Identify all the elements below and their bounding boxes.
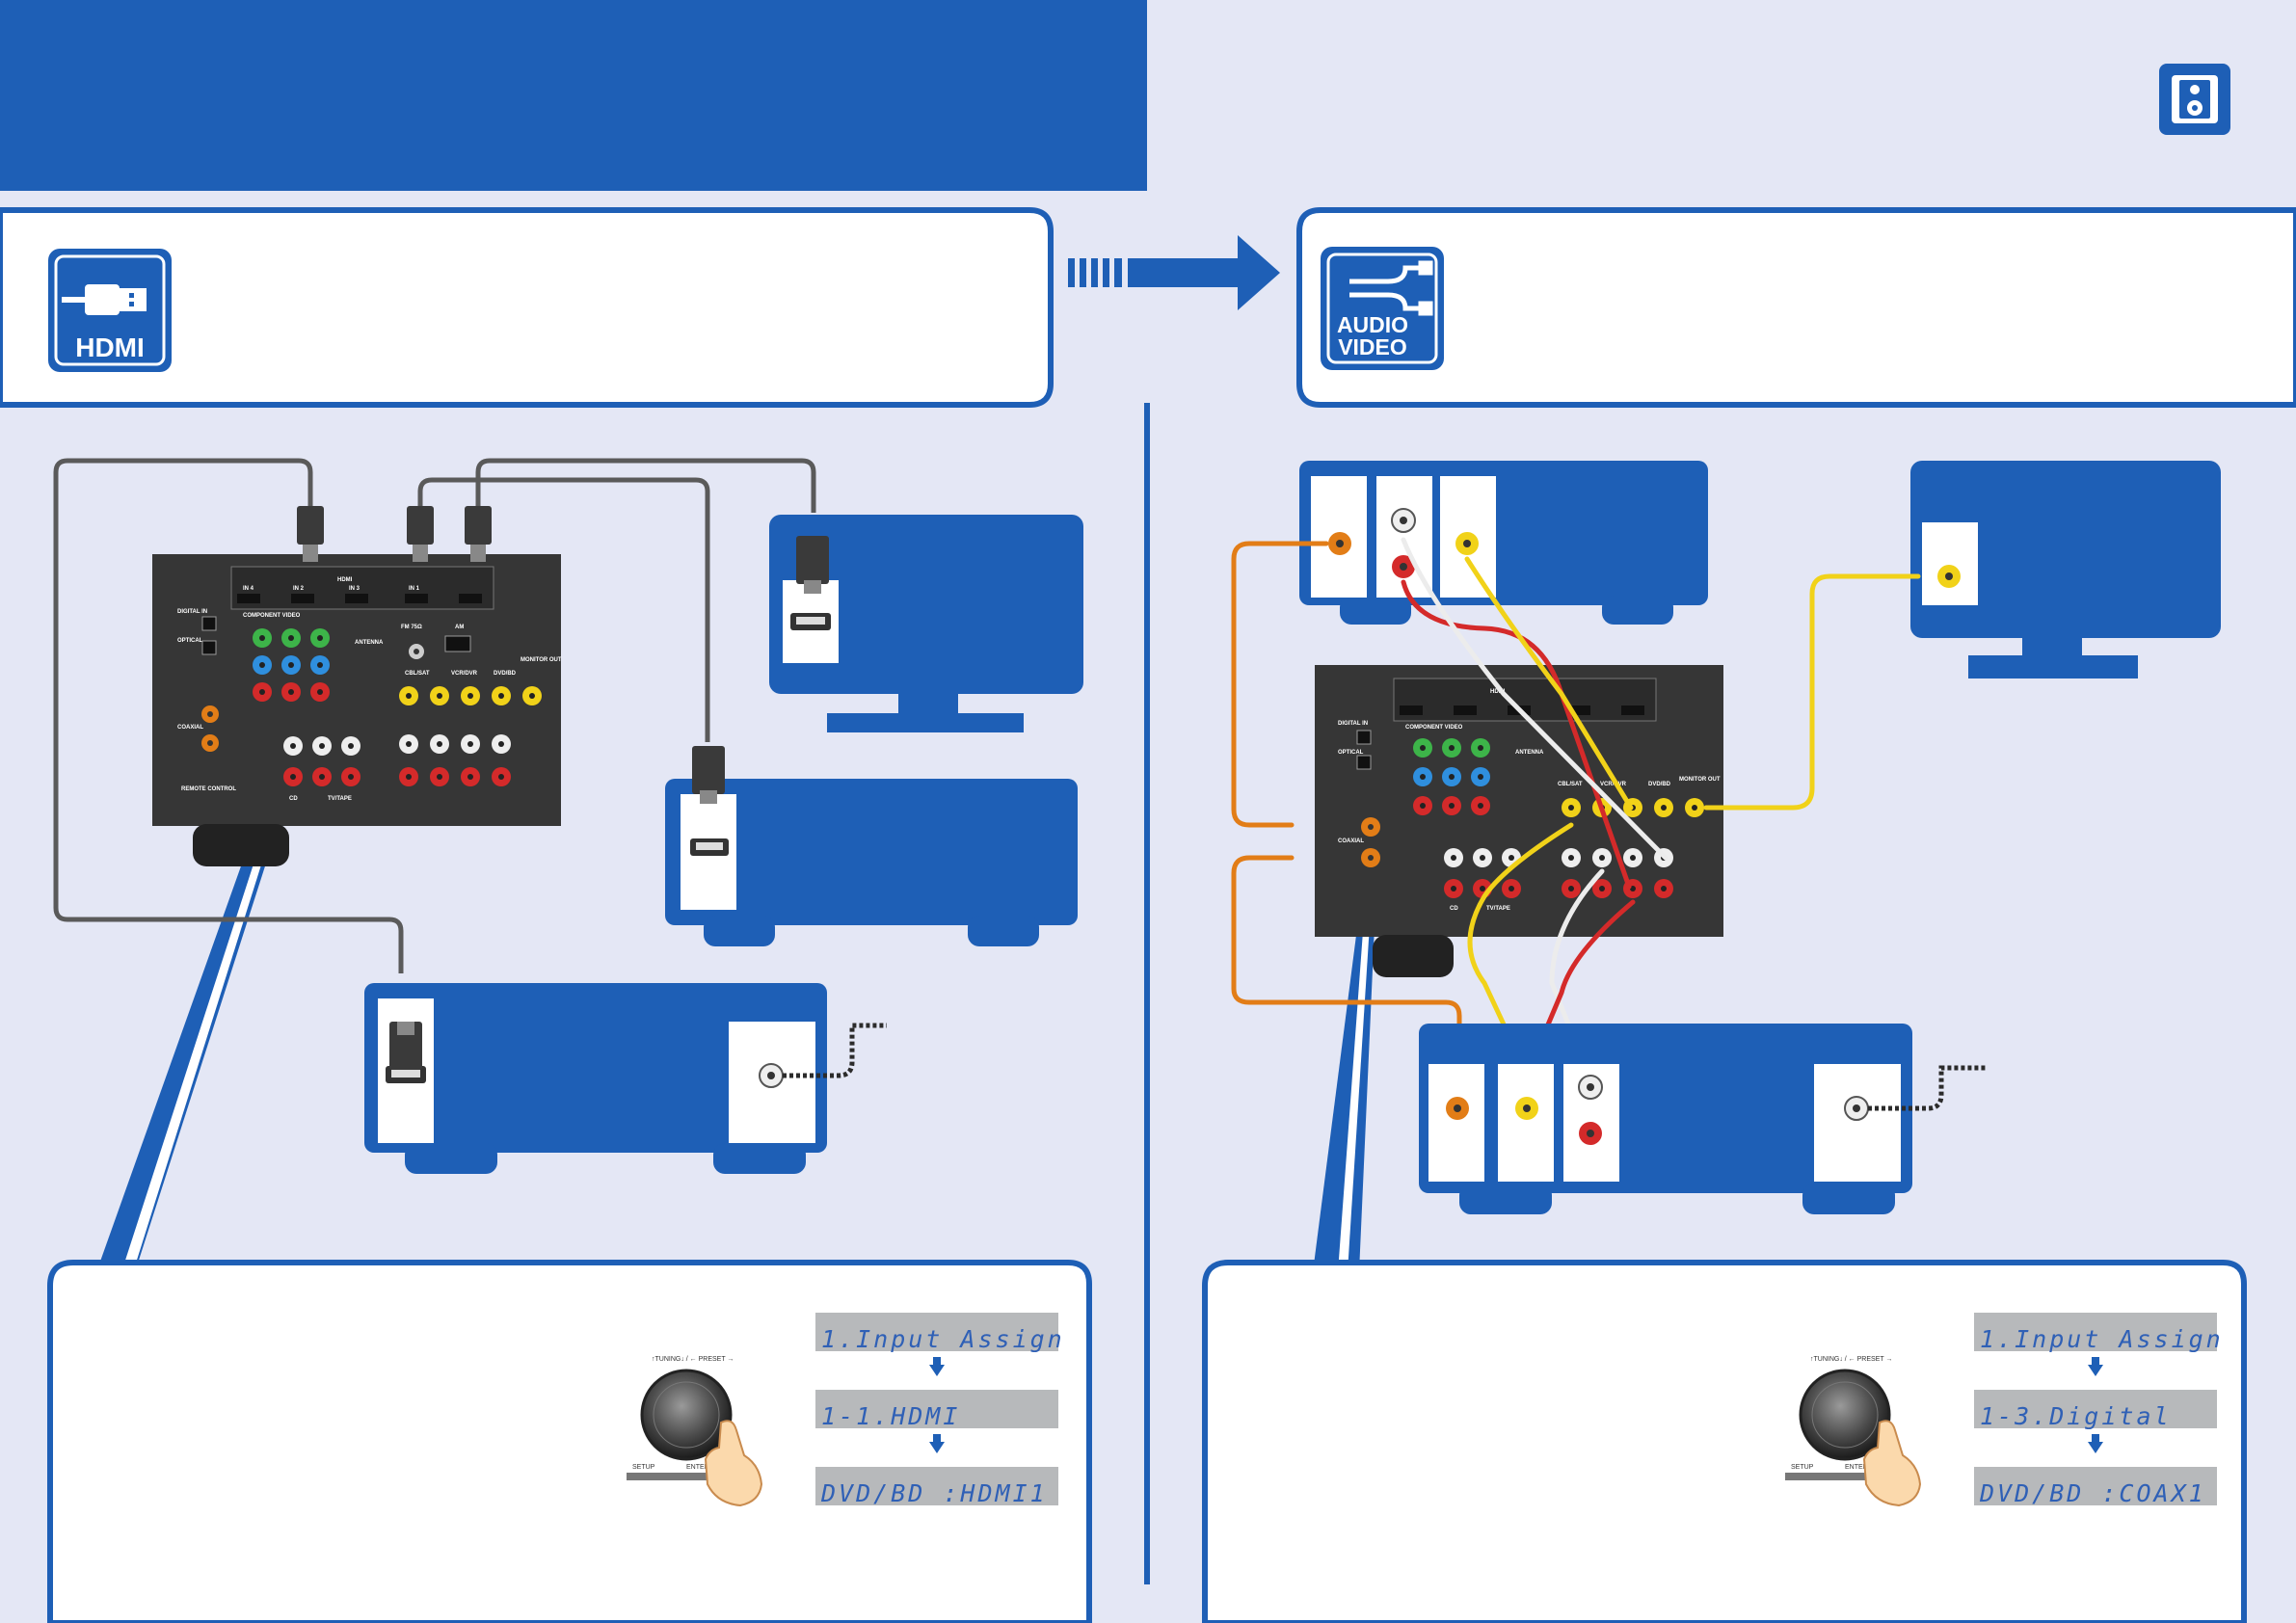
component-video-label: COMPONENT VIDEO: [243, 613, 301, 619]
coaxial-label-right: COAXIAL: [1338, 838, 1364, 844]
hdmi-badge-label: HDMI: [75, 333, 145, 362]
vcr-dvr-label: VCR/DVR: [451, 671, 478, 677]
setup-key-label-right: SETUP: [1791, 1464, 1814, 1471]
audio-badge-label: AUDIO: [1337, 312, 1408, 337]
lcd-line-3-right: DVD/BD :COAX1: [1979, 1479, 2206, 1507]
am-antenna-label: AM: [455, 625, 464, 630]
hdmi-in1-label: IN 1: [409, 586, 420, 592]
optical-label: OPTICAL: [177, 638, 203, 644]
optical-label-right: OPTICAL: [1338, 750, 1364, 756]
video-badge-label: VIDEO: [1338, 334, 1407, 359]
hdmi-cables-left: [53, 458, 816, 973]
lcd-line-2-left: 1-1.HDMI: [821, 1402, 960, 1430]
hdmi-plug-receiver-3: [465, 506, 492, 562]
tv-left: [769, 515, 1083, 732]
speaker-badge: [2159, 64, 2230, 135]
lcd-line-1-right: 1.Input Assign: [1980, 1325, 2224, 1353]
knob-label-right: ↑TUNING↓ / ← PRESET →: [1810, 1356, 1892, 1363]
remote-control-label: REMOTE CONTROL: [181, 786, 236, 792]
receiver-hdmi-label: HDMI: [337, 577, 353, 583]
enter-key-label-left: ENTER: [686, 1464, 709, 1471]
hdmi-badge: HDMI: [48, 249, 172, 372]
bd-player-left: [665, 746, 1078, 946]
dvd-bd-label-right: DVD/BD: [1648, 782, 1671, 787]
monitor-out-label-right: MONITOR OUT: [1679, 777, 1721, 783]
coaxial-label: COAXIAL: [177, 725, 203, 731]
hdmi-in4-label: IN 4: [243, 586, 254, 592]
lcd-line-1-left: 1.Input Assign: [821, 1325, 1065, 1353]
digital-in-label-right: DIGITAL IN: [1338, 721, 1368, 727]
receiver-hdmi-label-right: HDMI: [1490, 689, 1506, 695]
tv-tape-label-right: TV/TAPE: [1486, 906, 1510, 912]
setup-callout-left: [47, 1260, 1092, 1623]
dvd-bd-label: DVD/BD: [494, 671, 517, 677]
antenna-label: ANTENNA: [355, 640, 384, 646]
setup-key-label-left: SETUP: [632, 1464, 655, 1471]
lcd-display-right: 1.Input Assign 1-3.Digital DVD/BD :COAX1: [1974, 1313, 2224, 1507]
hdmi-plug-receiver-2: [407, 506, 434, 562]
right-section-header-box: [1296, 207, 2296, 408]
lcd-line-2-right: 1-3.Digital: [1980, 1402, 2172, 1430]
cd-label-right: CD: [1450, 906, 1458, 912]
source-device-top-right: [1299, 461, 1708, 625]
hdmi-in3-label: IN 3: [349, 586, 360, 592]
cable-box-left: [364, 983, 887, 1174]
zoom-callout-wedge-right-inner: [1338, 879, 1373, 1272]
hdmi-in2-label: IN 2: [293, 586, 305, 592]
tv-right: [1910, 461, 2221, 678]
enter-key-label-right: ENTER: [1845, 1464, 1868, 1471]
remote-knob-left: ↑TUNING↓ / ← PRESET → SETUP ENTER: [627, 1356, 763, 1507]
center-divider: [1144, 403, 1150, 1584]
hdmi-plug-receiver-1: [297, 506, 324, 562]
audio-video-cable-icon: [1349, 260, 1433, 316]
monitor-out-label: MONITOR OUT: [521, 657, 562, 663]
audio-video-badge: AUDIO VIDEO: [1321, 247, 1444, 370]
remote-knob-right: ↑TUNING↓ / ← PRESET → SETUP ENTER: [1785, 1356, 1922, 1507]
source-device-bottom-right: [1419, 1024, 1986, 1214]
cd-label: CD: [289, 796, 298, 802]
speaker-icon: [2179, 80, 2210, 119]
cbl-sat-label: CBL/SAT: [405, 671, 430, 677]
digital-in-label: DIGITAL IN: [177, 609, 207, 615]
header-title-bar: [0, 0, 1147, 191]
setup-callout-right: [1202, 1260, 2247, 1623]
tv-tape-label: TV/TAPE: [328, 796, 352, 802]
fm-antenna-label: FM 75Ω: [401, 625, 422, 630]
antenna-label-right: ANTENNA: [1515, 750, 1544, 756]
knob-label-left: ↑TUNING↓ / ← PRESET →: [652, 1356, 734, 1363]
cbl-sat-label-right: CBL/SAT: [1558, 782, 1583, 787]
arrow-connector: [1068, 235, 1280, 310]
hdmi-plug-icon: [62, 284, 147, 315]
lcd-line-3-left: DVD/BD :HDMI1: [820, 1479, 1048, 1507]
left-section-header-box: [0, 207, 1054, 408]
av-cables-right: [1231, 537, 1921, 1082]
component-video-label-right: COMPONENT VIDEO: [1405, 725, 1463, 731]
receiver-rear-panel-left: HDMI IN 4 IN 3 IN 2 IN 1 DIGITAL IN OPTI…: [152, 554, 562, 866]
lcd-display-left: 1.Input Assign 1-1.HDMI DVD/BD :HDMI1: [815, 1313, 1065, 1507]
vcr-dvr-label-right: VCR/DVR: [1600, 782, 1627, 787]
